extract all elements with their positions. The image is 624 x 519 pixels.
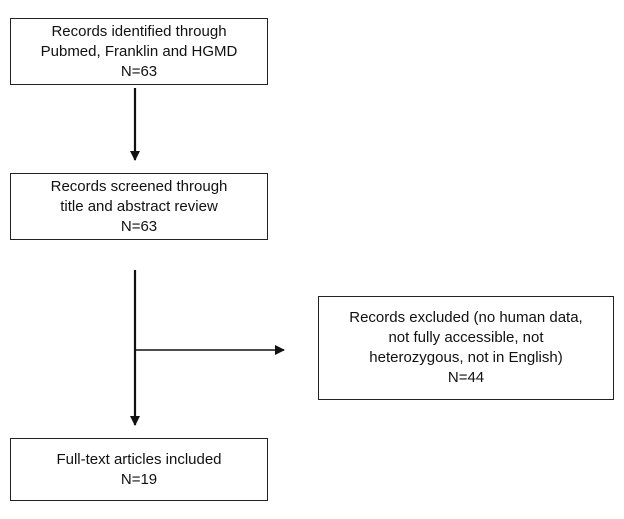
articles-included-box: Full-text articles included N=19 — [10, 438, 268, 501]
records-identified-box: Records identified through Pubmed, Frank… — [10, 18, 268, 85]
identified-count: N=63 — [120, 62, 158, 80]
screened-line-2: title and abstract review — [60, 197, 218, 215]
excluded-line-2: not fully accessible, not — [388, 329, 544, 346]
screened-count: N=63 — [120, 217, 158, 235]
records-excluded-box: Records excluded (no human data, not ful… — [318, 296, 614, 400]
excluded-count: N=44 — [447, 369, 485, 386]
included-count: N=19 — [120, 470, 158, 488]
included-line-1: Full-text articles included — [56, 450, 222, 468]
screened-line-1: Records screened through — [50, 177, 228, 195]
excluded-line-3: heterozygous, not in English) — [369, 349, 563, 366]
identified-line-2: Pubmed, Franklin and HGMD — [40, 42, 238, 60]
identified-line-1: Records identified through — [51, 22, 227, 40]
excluded-line-1: Records excluded (no human data, — [349, 309, 583, 326]
records-screened-box: Records screened through title and abstr… — [10, 173, 268, 240]
